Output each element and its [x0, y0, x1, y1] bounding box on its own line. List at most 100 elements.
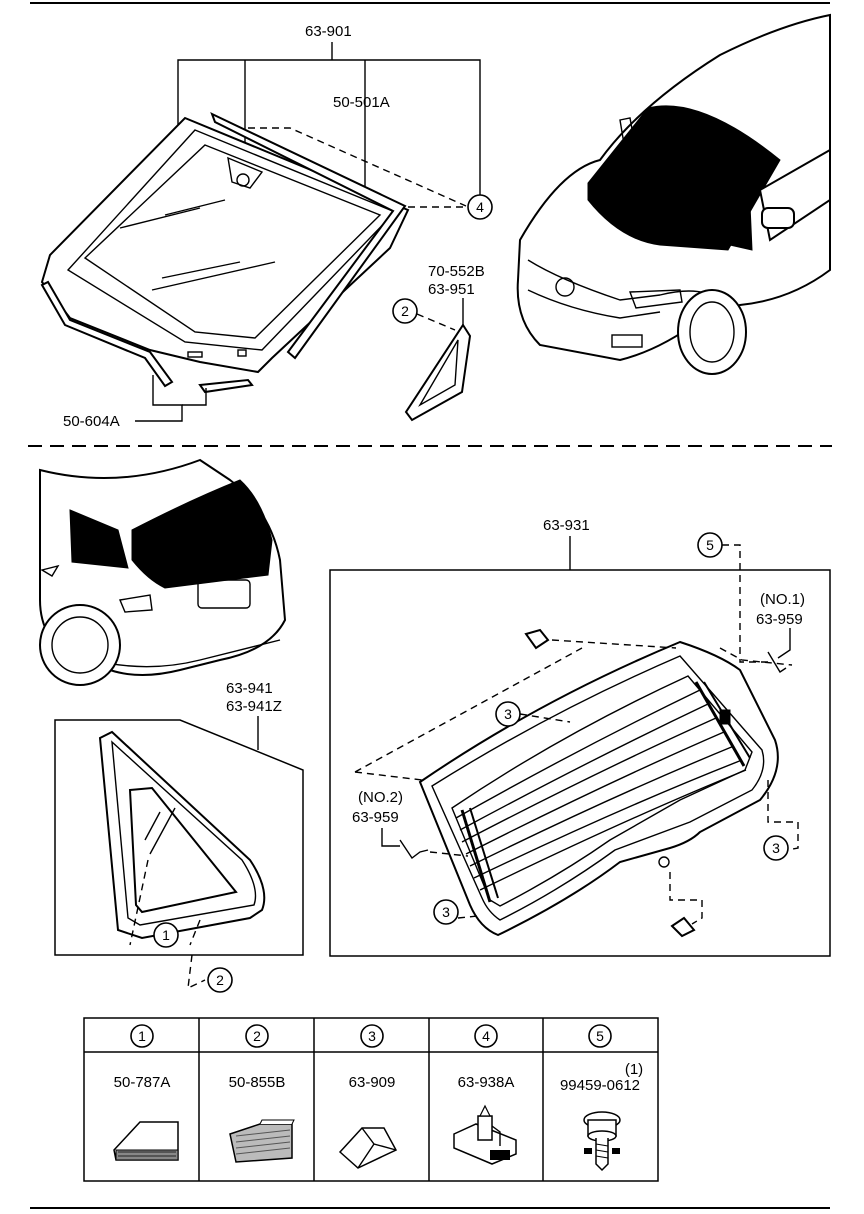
- label-no1: (NO.1): [760, 591, 805, 608]
- legend-part-1: 50-787A: [114, 1074, 171, 1091]
- car-rear-window: [131, 479, 273, 589]
- rear-window-box: [329, 569, 831, 957]
- spacer-block-icon: [338, 1127, 398, 1169]
- car-taillight: [119, 594, 153, 613]
- car-front-wheel: [677, 289, 747, 375]
- front-quarter-glass-inner: [418, 339, 459, 407]
- car-badge: [555, 277, 575, 297]
- legend-table: 1 2 3 4 5 50-787A 50-855B 63-909 63-938A…: [83, 1017, 659, 1182]
- bracket-no1-icon: [767, 651, 787, 673]
- label-63-941: 63-941: [226, 680, 273, 697]
- leader-callout-2: [416, 313, 456, 331]
- car-plate: [197, 579, 251, 609]
- windshield-black-border: [83, 144, 382, 339]
- spacer-strip-icon: [113, 1121, 179, 1161]
- rear-window-inner-edge: [431, 655, 765, 921]
- front-quarter-glass-group: 70-552B 63-951 2: [392, 263, 485, 422]
- label-70-552B: 70-552B: [428, 263, 485, 280]
- glass-tab: [237, 349, 247, 357]
- reflection-line: [161, 261, 241, 279]
- label-no2: (NO.2): [358, 789, 403, 806]
- label-50-501A: 50-501A: [333, 94, 390, 111]
- car-front-side-window: [729, 203, 753, 251]
- adhesive-pad-icon: [229, 1119, 295, 1163]
- legend-index-3: 3: [368, 1028, 376, 1044]
- car-front-view-icon: [516, 13, 831, 375]
- rear-window-connector: [719, 709, 731, 725]
- reflection-line: [164, 199, 226, 216]
- leader-callout-1b: [189, 919, 201, 946]
- quarter-window-box: [54, 719, 304, 956]
- callout-2b-text: 2: [216, 972, 224, 988]
- legend-qty-5: (1): [625, 1061, 643, 1078]
- callout-3a-text: 3: [504, 706, 512, 722]
- callout-3b-text: 3: [442, 904, 450, 920]
- legend-index-4-circle: [474, 1024, 498, 1048]
- car-front-windshield: [587, 105, 781, 251]
- glass-tab: [187, 351, 203, 358]
- quarter-window-group: 63-941 63-941Z 1 2: [54, 680, 304, 993]
- callout-3c-text: 3: [772, 840, 780, 856]
- leader-callout-2b: [187, 954, 206, 990]
- sensor-dot: [236, 173, 250, 187]
- callout-3c-circle: [763, 835, 789, 861]
- legend-index-1: 1: [138, 1028, 146, 1044]
- leader-callout-4: [248, 127, 467, 207]
- label-63-959-no1: 63-959: [756, 611, 803, 628]
- car-rear-side-window: [69, 509, 129, 569]
- car-rear-view-icon: [39, 458, 287, 686]
- callout-1-circle: [153, 922, 179, 948]
- rear-window-hole: [658, 856, 670, 868]
- windshield-side-molding: [210, 112, 407, 360]
- callout-3b-circle: [433, 899, 459, 925]
- leader-callout-1a: [129, 859, 149, 946]
- windshield-lower-molding-left: [40, 280, 174, 388]
- legend-part-4: 63-938A: [458, 1074, 515, 1091]
- clip-icon: [670, 916, 696, 938]
- car-headlight: [629, 289, 683, 309]
- windshield-group: 63-901 50-501A 4 50-604A: [40, 23, 493, 430]
- defroster-lines: [455, 681, 751, 903]
- clip-icon: [453, 1104, 517, 1165]
- legend-part-5: 99459-0612: [560, 1077, 640, 1094]
- label-63-951: 63-951: [428, 281, 475, 298]
- callout-4-text: 4: [476, 199, 484, 215]
- legend-frame: [83, 1017, 659, 1182]
- legend-part-3: 63-909: [349, 1074, 396, 1091]
- car-fog-light: [611, 334, 643, 348]
- label-63-959-no2: 63-959: [352, 809, 399, 826]
- reflection-line: [119, 207, 201, 229]
- legend-index-2-circle: [245, 1024, 269, 1048]
- bracket-no2-icon: [399, 839, 429, 860]
- bolt-icon: [583, 1111, 621, 1172]
- front-quarter-glass: [404, 323, 472, 422]
- callout-2b-circle: [207, 967, 233, 993]
- windshield-glass: [40, 116, 410, 374]
- car-mirror: [761, 207, 795, 229]
- rear-window-group: 63-931: [329, 517, 831, 957]
- label-63-931: 63-931: [543, 517, 590, 534]
- leader-50-604A: [135, 375, 183, 422]
- callout-1-text: 1: [162, 927, 170, 943]
- windshield-lower-molding-right: [198, 378, 254, 394]
- legend-index-5-circle: [588, 1024, 612, 1048]
- callout-2-text: 2: [401, 303, 409, 319]
- windshield-inner-edge: [66, 129, 397, 351]
- mirror-mount: [227, 156, 264, 189]
- callout-4-circle: [467, 194, 493, 220]
- legend-part-2: 50-855B: [229, 1074, 286, 1091]
- car-wiper: [619, 117, 635, 145]
- clip-icon: [524, 628, 550, 650]
- callout-5-text: 5: [706, 537, 714, 553]
- quarter-window-frame: [111, 740, 257, 926]
- legend-index-2: 2: [253, 1028, 261, 1044]
- callout-2-circle: [392, 298, 418, 324]
- legend-index-5: 5: [596, 1028, 604, 1044]
- label-63-901: 63-901: [305, 23, 352, 40]
- label-63-941Z: 63-941Z: [226, 698, 282, 715]
- legend-index-3-circle: [360, 1024, 384, 1048]
- leader-63-901: [177, 59, 481, 195]
- reflection-line: [151, 261, 276, 291]
- label-50-604A: 50-604A: [63, 413, 120, 430]
